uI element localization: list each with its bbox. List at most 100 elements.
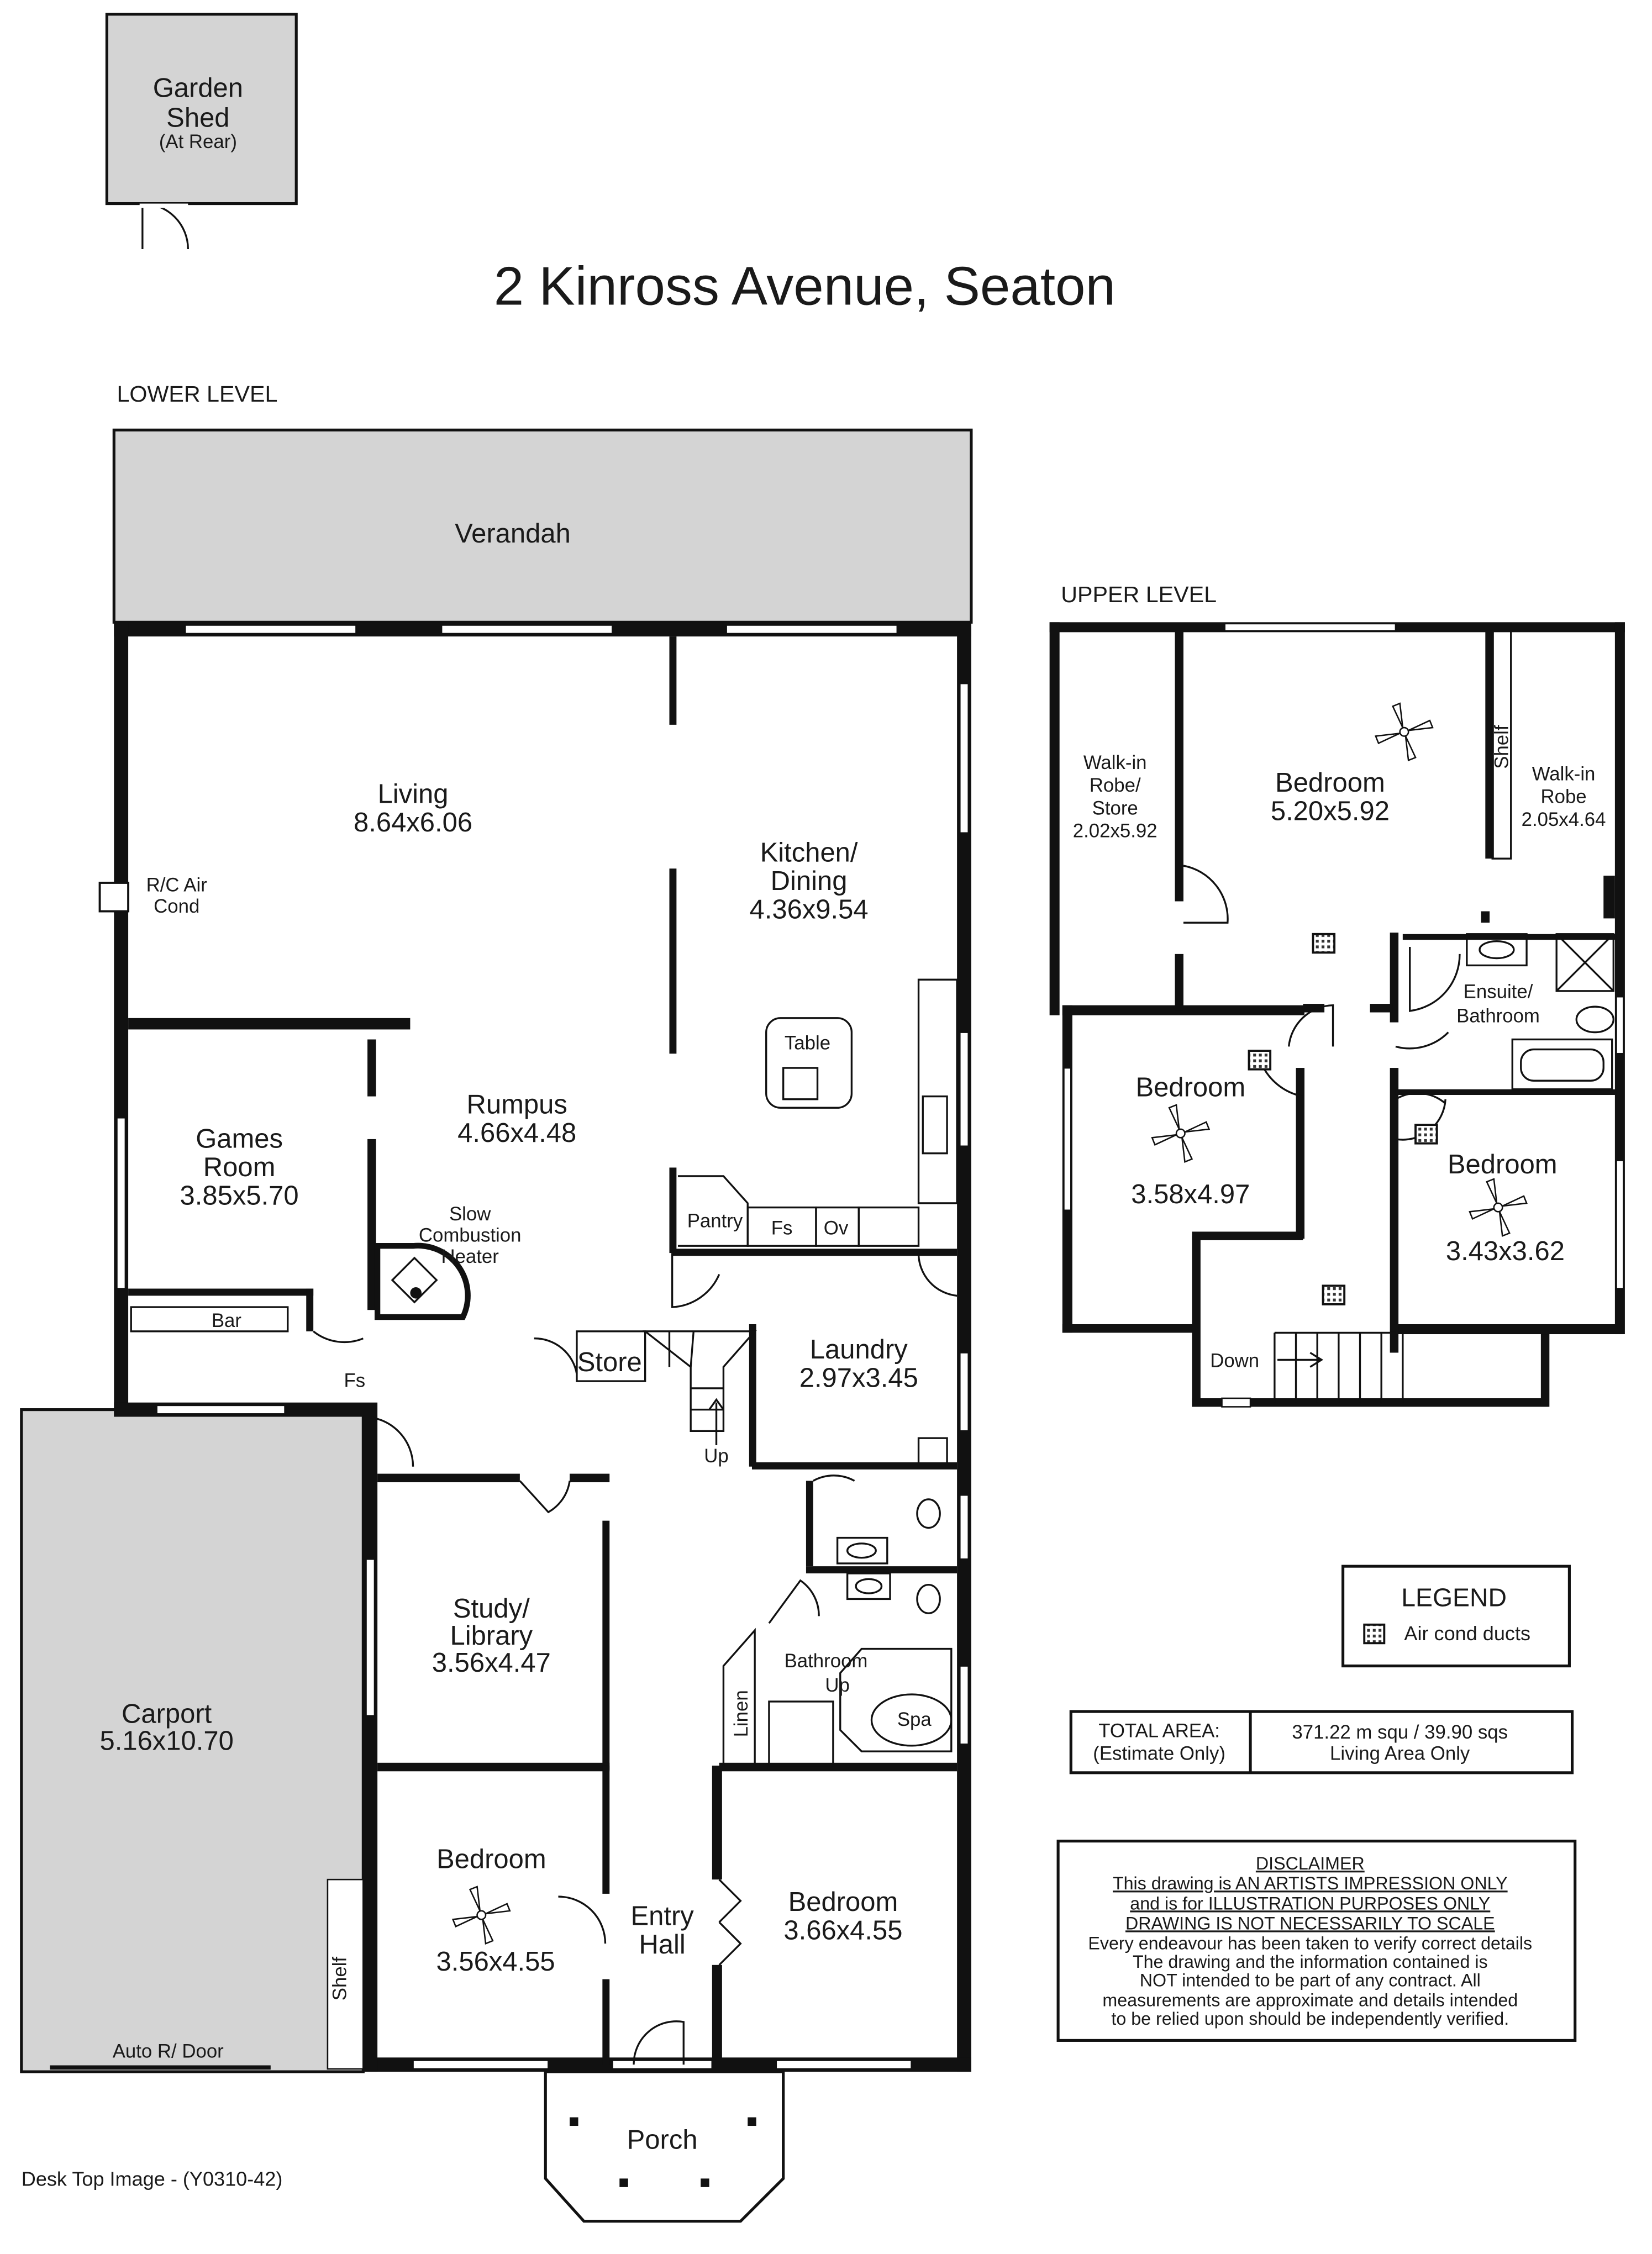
bedroom-lower-right-size: 3.66x4.55 (783, 1915, 902, 1945)
kitchen-label: Kitchen/ (760, 838, 858, 867)
dining-table (765, 1017, 853, 1109)
games-room-label: Games (196, 1124, 283, 1154)
table-label: Table (785, 1033, 830, 1054)
study-label: Study/ (453, 1594, 530, 1624)
disclaimer-line: measurements are approximate and details… (1102, 1990, 1518, 2010)
disclaimer-line: The drawing and the information containe… (1133, 1952, 1488, 1972)
disclaimer-line: to be relied upon should be independentl… (1111, 2009, 1509, 2029)
kitchen-label-2: Dining (771, 866, 848, 896)
bathroom-label: Bathroom (785, 1651, 868, 1672)
upper-fixtures (1183, 630, 1614, 1403)
upper-bedroom-right-size: 3.43x3.62 (1446, 1236, 1565, 1266)
total-area-note: Living Area Only (1330, 1744, 1470, 1765)
bedroom-lower-left-label: Bedroom (436, 1845, 546, 1874)
fridge-space-label: Fs (771, 1218, 793, 1239)
ceiling-fan-icon (1151, 1104, 1210, 1163)
ceiling-fan-icon (1375, 702, 1434, 761)
games-room-label-2: Room (203, 1152, 276, 1182)
upper-windows (1063, 623, 1624, 1408)
wir-store-size: 2.02x5.92 (1073, 821, 1158, 842)
wir-store-label: Walk-in (1083, 752, 1147, 773)
heater-label: Slow (449, 1204, 491, 1225)
pantry-label: Pantry (687, 1211, 743, 1232)
footer-image-id: Desk Top Image - (Y0310-42) (22, 2167, 283, 2190)
verandah (112, 428, 973, 624)
ensuite-label-2: Bathroom (1456, 1006, 1540, 1027)
entry-hall-label-2: Hall (639, 1930, 685, 1960)
page-title: 2 Kinross Avenue, Seaton (494, 256, 1116, 317)
bar-bench (130, 1306, 289, 1333)
auto-door-label: Auto R/ Door (113, 2041, 224, 2062)
heater-label-3: Heater (441, 1246, 498, 1267)
porch-label: Porch (627, 2125, 698, 2155)
master-bedroom-label: Bedroom (1275, 768, 1385, 798)
air-duct-icons (1248, 933, 1438, 1305)
legend-title: LEGEND (1401, 1583, 1507, 1611)
disclaimer-line: NOT intended to be part of any contract.… (1140, 1970, 1481, 1990)
bar-label: Bar (212, 1310, 241, 1331)
bedroom-lower-left-size: 3.56x4.55 (436, 1947, 555, 1977)
rumpus-size: 4.66x4.48 (457, 1118, 576, 1148)
upper-shelf-label: Shelf (1492, 725, 1513, 769)
total-area-value: 371.22 m squ / 39.90 sqs (1292, 1722, 1508, 1743)
living-label: Living (378, 780, 449, 809)
wir-store-label-3: Store (1092, 798, 1138, 819)
air-duct-icon (1414, 1124, 1438, 1145)
total-area: TOTAL AREA: (Estimate Only) 371.22 m squ… (1069, 1710, 1574, 1774)
wir-size: 2.05x4.64 (1522, 809, 1606, 830)
total-area-label: TOTAL AREA: (1098, 1720, 1220, 1741)
wir-store-label-2: Robe/ (1090, 775, 1141, 796)
wir-label-2: Robe (1541, 787, 1587, 808)
living-size: 8.64x6.06 (354, 808, 472, 838)
carport-label: Carport (122, 1699, 212, 1729)
heater-label-2: Combustion (419, 1225, 522, 1246)
laundry-size: 2.97x3.45 (799, 1363, 918, 1393)
bar-fridge-label: Fs (344, 1370, 366, 1391)
bathroom-fixtures (722, 1437, 953, 1767)
air-duct-icon (1248, 1050, 1272, 1071)
lower-doors (313, 1253, 957, 2065)
bathroom-up-label: Up (825, 1675, 849, 1696)
garden-shed-label-2: Shed (166, 103, 229, 133)
games-room-size: 3.85x5.70 (180, 1181, 299, 1210)
ceiling-fan-icon (1469, 1178, 1528, 1237)
kitchen-benches (677, 978, 958, 1247)
garden-shed: Garden Shed (At Rear) (105, 13, 298, 250)
air-duct-icon (1312, 933, 1336, 954)
kitchen-size: 4.36x9.54 (750, 894, 869, 924)
entry-hall-label: Entry (630, 1902, 694, 1931)
laundry-label: Laundry (810, 1335, 908, 1365)
lower-stairs (576, 1330, 757, 1446)
rumpus-label: Rumpus (467, 1090, 567, 1120)
heater-icon (374, 1242, 471, 1320)
upper-bedroom-left-label: Bedroom (1135, 1073, 1245, 1103)
disclaimer-line: Every endeavour has been taken to verify… (1088, 1933, 1532, 1953)
air-duct-icon (1363, 1623, 1386, 1645)
study-size: 3.56x4.47 (432, 1648, 551, 1678)
upper-bedroom-right-label: Bedroom (1448, 1150, 1558, 1179)
oven-label: Ov (824, 1218, 849, 1239)
study-label-2: Library (450, 1621, 533, 1651)
lower-level-heading: LOWER LEVEL (117, 381, 277, 407)
legend-item: Air cond ducts (1404, 1622, 1530, 1645)
air-duct-icon (1322, 1284, 1346, 1305)
carport-shelf-label: Shelf (329, 1957, 350, 2001)
linen-label: Linen (731, 1690, 752, 1737)
total-area-estimate: (Estimate Only) (1093, 1744, 1225, 1765)
legend: LEGEND Air cond ducts (1341, 1565, 1571, 1668)
verandah-label: Verandah (455, 519, 571, 549)
garden-shed-label: Garden (153, 73, 243, 103)
disclaimer-line: This drawing is AN ARTISTS IMPRESSION ON… (1113, 1873, 1508, 1893)
cooktop-icon (782, 1067, 819, 1100)
garden-shed-note: (At Rear) (159, 131, 237, 152)
stairs-up-label: Up (704, 1446, 728, 1467)
disclaimer-heading: DISCLAIMER (1256, 1853, 1365, 1873)
lower-windows (116, 624, 970, 2070)
disclaimer: DISCLAIMER This drawing is AN ARTISTS IM… (1056, 1839, 1577, 2042)
upper-bedroom-left-size: 3.58x4.97 (1131, 1179, 1250, 1209)
store-label: Store (577, 1347, 642, 1377)
aircon-unit-icon (98, 882, 130, 913)
aircon-label: R/C Air (146, 875, 207, 896)
bedroom-lower-right-label: Bedroom (788, 1887, 898, 1917)
